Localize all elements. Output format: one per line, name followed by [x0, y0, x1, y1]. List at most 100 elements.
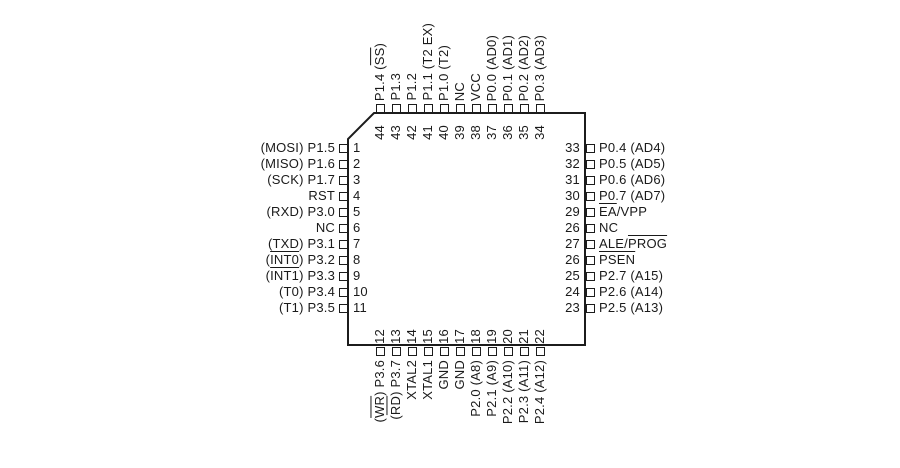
pin-label-segment: NC: [452, 81, 467, 101]
pin-number: 33: [565, 140, 580, 155]
pin-label: P0.7 (AD7): [599, 188, 665, 204]
pin-number: 27: [565, 236, 580, 251]
pin-box: [339, 160, 348, 169]
pin-box: [586, 256, 595, 265]
pin-label: P0.0 (AD0): [484, 35, 500, 101]
pin-label-segment: P2.7 (A15): [599, 268, 664, 283]
pin-label-segment: INT0: [270, 252, 300, 267]
pin-label: (RD) P3.7: [388, 360, 404, 420]
pin-box: [586, 176, 595, 185]
pin-label-segment: VCC: [468, 72, 483, 101]
pin-label: ALE/PROG: [599, 236, 667, 252]
pin-label: P0.1 (AD1): [500, 35, 516, 101]
pin-number: 43: [388, 125, 403, 140]
pin-label-segment: P2.2 (A10): [500, 360, 515, 425]
pin-number: 40: [436, 125, 451, 140]
pin-label-segment: P2.0 (A8): [468, 360, 483, 417]
pin-label: P1.1 (T2 EX): [420, 23, 436, 101]
pin-box: [339, 304, 348, 313]
pin-label: P2.7 (A15): [599, 268, 663, 284]
pin-label-segment: P1.3: [388, 73, 403, 101]
pin-box: [339, 256, 348, 265]
pin-box: [586, 192, 595, 201]
pin-number: 30: [565, 188, 580, 203]
pin-label: XTAL2: [404, 360, 420, 400]
pin-label-segment: EA: [599, 204, 617, 219]
pin-number: 12: [372, 329, 387, 344]
pin-box: [536, 104, 545, 113]
pin-label-segment: (MOSI) P1.5: [260, 140, 335, 155]
pin-label: (TXD) P3.1: [268, 236, 335, 252]
pin-label-segment: PSEN: [599, 252, 636, 267]
pin-label-segment: ) P3.7: [388, 360, 403, 396]
pin-box: [408, 347, 417, 356]
pin-label-segment: WR: [372, 395, 387, 418]
pin-box: [339, 272, 348, 281]
pin-label-segment: ) P3.6: [372, 360, 387, 396]
pin-label-segment: P0.1 (AD1): [500, 34, 515, 101]
pin-label: NC: [316, 220, 335, 236]
pin-number: 22: [532, 329, 547, 344]
pin-number: 4: [353, 188, 361, 203]
pin-number: 13: [388, 329, 403, 344]
pin-box: [392, 104, 401, 113]
pin-label-segment: (MISO) P1.6: [260, 156, 335, 171]
pin-label: P1.3: [388, 73, 404, 101]
pin-number: 5: [353, 204, 361, 219]
pin-number: 29: [565, 204, 580, 219]
pin-label: (MOSI) P1.5: [261, 140, 335, 156]
pin-label: VCC: [468, 73, 484, 101]
pin-box: [536, 347, 545, 356]
pin-number: 38: [468, 125, 483, 140]
pin-box: [586, 240, 595, 249]
pin-box: [456, 347, 465, 356]
pin-label: (WR) P3.6: [372, 360, 388, 422]
pin-label: P2.0 (A8): [468, 360, 484, 417]
pin-label: GND: [452, 360, 468, 390]
pin-box: [586, 288, 595, 297]
pin-number: 32: [565, 156, 580, 171]
pin-box: [504, 347, 513, 356]
pin-number: 37: [484, 125, 499, 140]
pin-label-segment: P1.0 (T2): [436, 45, 451, 101]
pin-box: [424, 347, 433, 356]
pin-number: 6: [353, 220, 361, 235]
pin-box: [339, 208, 348, 217]
pin-label-segment: (T1) P3.5: [279, 300, 335, 315]
pin-label-segment: XTAL2: [404, 360, 419, 400]
pin-label-segment: (T0) P3.4: [279, 284, 335, 299]
pin-label-segment: P2.4 (A12): [532, 360, 547, 425]
pin-label-segment: (: [372, 417, 387, 423]
pin-label-segment: ) P3.3: [299, 268, 335, 283]
pin-number: 34: [532, 125, 547, 140]
pin-number: 35: [516, 125, 531, 140]
pin-label: P1.4 (SS): [372, 43, 388, 101]
pin-box: [339, 224, 348, 233]
pin-label: XTAL1: [420, 360, 436, 400]
pin-label-segment: GND: [436, 360, 451, 390]
pin-box: [586, 224, 595, 233]
pin-label-segment: P0.5 (AD5): [599, 156, 666, 171]
pin-label: (SCK) P1.7: [267, 172, 335, 188]
pin-label-segment: NC: [599, 220, 619, 235]
pin-label-segment: P1.1 (T2 EX): [420, 23, 435, 101]
pin-box: [339, 240, 348, 249]
pin-box: [504, 104, 513, 113]
pin-label: P0.5 (AD5): [599, 156, 665, 172]
pin-label-segment: P0.6 (AD6): [599, 172, 666, 187]
pin-number: 19: [484, 329, 499, 344]
pin-label-segment: XTAL1: [420, 360, 435, 400]
pin-box: [440, 104, 449, 113]
pin-label-segment: NC: [315, 220, 335, 235]
pin-number: 11: [353, 300, 367, 315]
pin-label-segment: (: [388, 415, 403, 420]
pin-number: 39: [452, 125, 467, 140]
pin-label-segment: RD: [388, 395, 403, 416]
pin-number: 31: [565, 172, 580, 187]
pin-label-segment: P0.0 (AD0): [484, 34, 499, 101]
pin-label-segment: ) P3.2: [299, 252, 335, 267]
pin-box: [456, 104, 465, 113]
pin-label-segment: P2.1 (A9): [484, 360, 499, 417]
pin-number: 26: [565, 220, 580, 235]
